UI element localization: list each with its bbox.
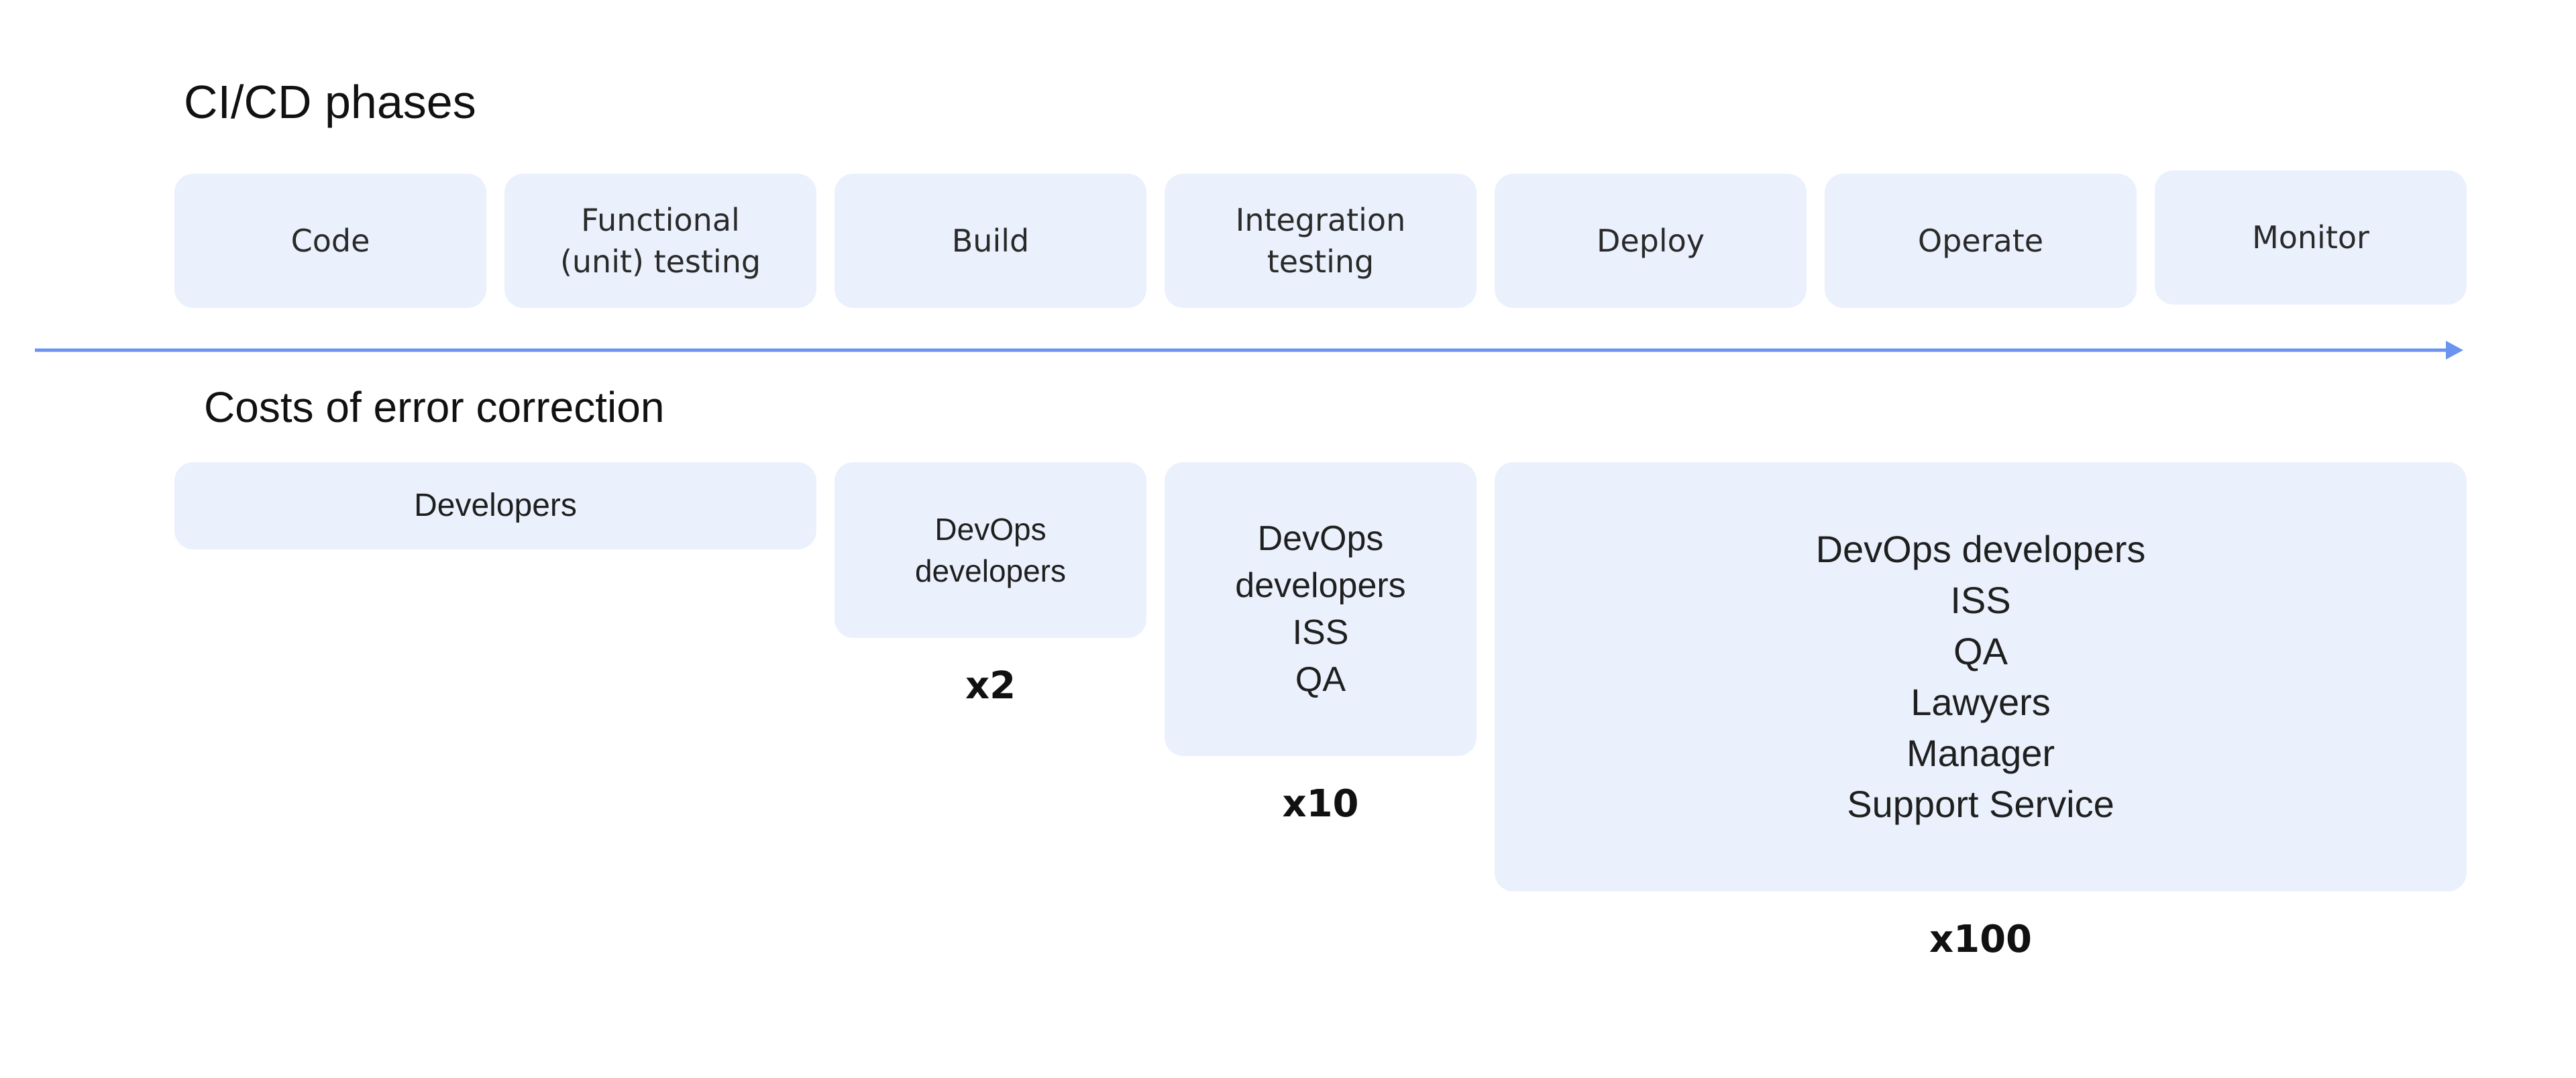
cost-multiplier: x10 <box>1282 782 1359 826</box>
phase-label: Deploy <box>1596 223 1705 259</box>
phase-label: Functional (unit) testing <box>559 202 761 280</box>
phase-box-deploy: Deploy <box>1495 174 1807 308</box>
cost-box-developers: Developers <box>174 462 816 549</box>
phase-box-operate: Operate <box>1825 174 2137 308</box>
timeline-arrow <box>35 341 2463 360</box>
costs-title: Costs of error correction <box>204 383 665 431</box>
cost-multiplier: x2 <box>965 664 1016 708</box>
phase-label: Build <box>951 223 1030 259</box>
cost-box-production: DevOps developers ISS QA Lawyers Manager… <box>1495 462 2467 892</box>
cost-box-integration: DevOps developers ISS QA <box>1165 462 1477 756</box>
phases-title: CI/CD phases <box>184 76 476 128</box>
phase-box-build: Build <box>835 174 1146 308</box>
cost-roles: DevOps developers ISS QA Lawyers Manager… <box>1815 528 2146 825</box>
cost-roles: DevOps developers <box>914 512 1067 588</box>
phase-box-integration-testing: Integration testing <box>1165 174 1477 308</box>
phase-label: Code <box>290 223 370 259</box>
cost-roles: Developers <box>414 488 577 523</box>
phase-box-functional-testing: Functional (unit) testing <box>504 174 816 308</box>
phase-box-monitor: Monitor <box>2155 170 2467 305</box>
phase-box-code: Code <box>174 174 486 308</box>
cost-multiplier: x100 <box>1929 918 2032 961</box>
phase-label: Operate <box>1917 223 2044 259</box>
phase-label: Integration testing <box>1235 202 1406 280</box>
cost-roles: DevOps developers ISS QA <box>1235 519 1406 699</box>
cost-box-devops: DevOps developers <box>835 462 1146 638</box>
phase-label: Monitor <box>2252 219 2369 256</box>
